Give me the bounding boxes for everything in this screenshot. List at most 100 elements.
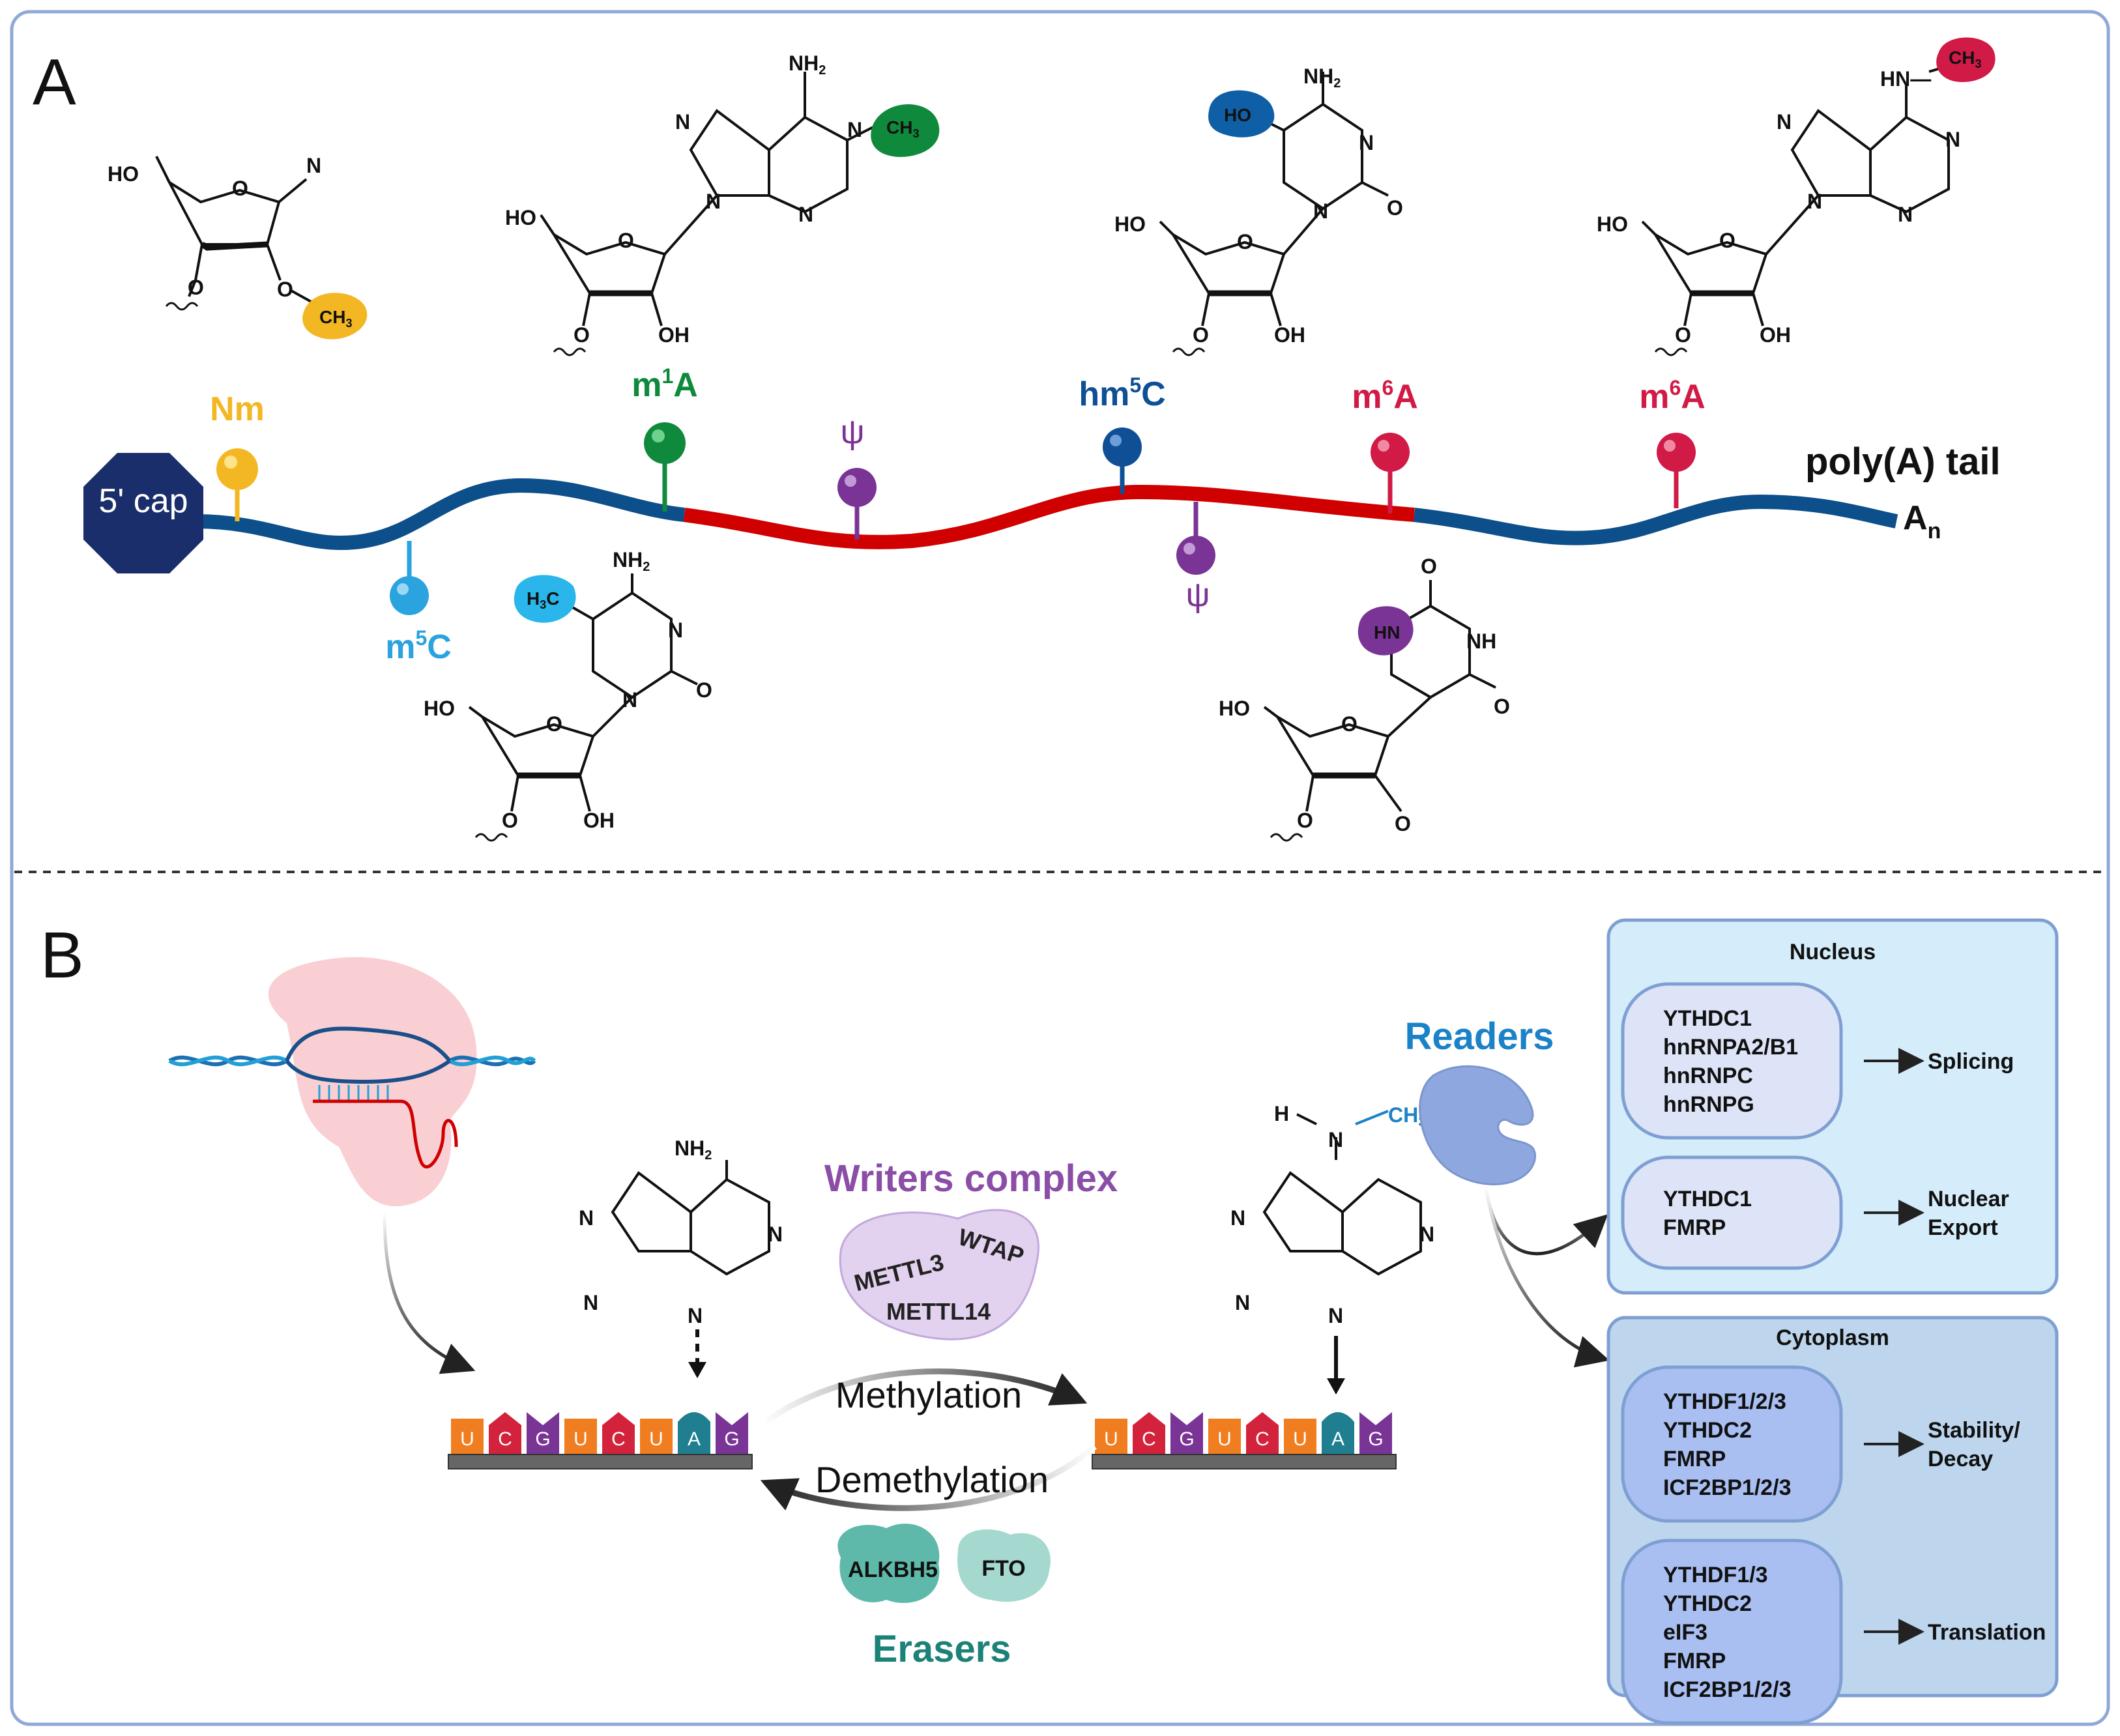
rna-base-letter: C — [498, 1428, 512, 1450]
m6a-methyl-label: CH3 — [1949, 48, 1981, 70]
eraser-fto-blob — [957, 1529, 1051, 1602]
cap-label: 5' cap — [98, 482, 188, 520]
mod-nm: Nm — [210, 390, 265, 521]
rna-base-letter: C — [1142, 1428, 1156, 1450]
mod-m6a-1-label: m6A — [1352, 376, 1418, 416]
svg-text:OH: OH — [583, 809, 615, 832]
adenine-labels: NH2 N N N N — [579, 1136, 783, 1327]
structure-hm5c-labels: HO O O OH N N O NH2 — [1114, 65, 1403, 347]
rna-base-U: U — [1208, 1419, 1241, 1454]
svg-text:O: O — [188, 276, 204, 299]
rna-base-letter: U — [1217, 1428, 1232, 1450]
m6a-structure — [1262, 1110, 1422, 1382]
structure-m6a — [1641, 61, 1962, 356]
reader-protein-name: FMRP — [1663, 1447, 1726, 1471]
svg-text:O: O — [1237, 230, 1253, 253]
svg-text:N: N — [579, 1206, 594, 1230]
svg-text:HO: HO — [1219, 697, 1250, 720]
svg-text:N: N — [1945, 128, 1960, 151]
nm-methyl-label: CH3 — [319, 307, 352, 330]
mod-psi-bottom-label: ψ — [1185, 576, 1210, 614]
svg-text:HO: HO — [108, 162, 139, 186]
outcome-label: Decay — [1928, 1447, 1993, 1471]
methylation-label: Methylation — [835, 1374, 1022, 1415]
reader-protein-name: YTHDC2 — [1663, 1418, 1752, 1443]
nucleus-groups: YTHDC1hnRNPA2/B1hnRNPChnRNPGSplicingYTHD… — [1621, 982, 2014, 1270]
reader-protein-name: eIF3 — [1663, 1620, 1707, 1645]
rna-base-letter: A — [1331, 1428, 1344, 1450]
rna-base-A: A — [678, 1412, 710, 1454]
mod-m6a-2-label: m6A — [1639, 376, 1706, 416]
svg-text:O: O — [232, 177, 248, 200]
mod-m1a-label: m1A — [632, 364, 698, 404]
structure-m1a — [540, 72, 874, 356]
m5c-methyl-blob — [514, 575, 576, 623]
nm-methyl-blob — [302, 293, 368, 340]
mrna-segment-red — [683, 484, 1415, 549]
svg-text:HO: HO — [505, 206, 536, 229]
eraser-alkbh5-blob — [837, 1524, 940, 1603]
mod-m1a: m1A — [632, 364, 698, 512]
psi-hn-label: HN — [1374, 622, 1400, 643]
outcome-label: Export — [1928, 1215, 1998, 1240]
eraser-fto: FTO — [981, 1556, 1025, 1581]
writers-blob — [839, 1209, 1039, 1340]
svg-text:O: O — [1494, 695, 1510, 718]
reader-group-box — [1621, 982, 1843, 1140]
rna-base-letter: A — [688, 1428, 701, 1450]
tail-an: An — [1903, 499, 1941, 543]
reader-group: YTHDF1/3YTHDC2eIF3FMRPICF2BP1/2/3Transla… — [1621, 1539, 2046, 1725]
svg-text:O: O — [574, 323, 590, 347]
demethylation-label: Demethylation — [815, 1459, 1049, 1500]
rna-base-G: G — [716, 1412, 748, 1454]
rna-base-letter: G — [724, 1428, 739, 1450]
structure-m5c — [468, 573, 698, 842]
m6a-solid-arrowhead — [1327, 1378, 1345, 1395]
svg-text:O: O — [696, 678, 712, 702]
svg-text:O: O — [1421, 555, 1437, 578]
rna-base-letter: G — [535, 1428, 550, 1450]
rna-base-U: U — [564, 1419, 597, 1454]
svg-text:O: O — [1387, 196, 1403, 220]
mod-psi-top: ψ — [837, 413, 877, 540]
svg-text:N: N — [688, 1304, 703, 1327]
nucleus-title: Nucleus — [1790, 940, 1876, 964]
mod-hm5c-label: hm5C — [1079, 373, 1165, 413]
svg-text:NH2: NH2 — [613, 548, 650, 574]
svg-text:N: N — [1313, 199, 1328, 223]
arrow-readers-nucleus — [1484, 1185, 1608, 1256]
svg-text:O: O — [1341, 712, 1358, 736]
psi-hn-blob — [1358, 606, 1414, 656]
rna-base-letter: C — [1255, 1428, 1270, 1450]
rna-base-letter: G — [1368, 1428, 1383, 1450]
outcome-label: Stability/ — [1928, 1418, 2020, 1443]
structure-m1a-labels: HO O O OH N N N N NH2 — [505, 51, 862, 347]
writer-mettl14: METTL14 — [886, 1298, 991, 1325]
reader-group: YTHDF1/2/3YTHDC2FMRPICF2BP1/2/3Stability… — [1621, 1365, 2020, 1523]
rna-base-letter: U — [460, 1428, 474, 1450]
adenine-dashed-arrowhead — [688, 1362, 706, 1378]
structure-psi-labels: HO O O O NH O O — [1219, 555, 1510, 835]
panel-b-letter: B — [40, 919, 84, 992]
svg-text:NH2: NH2 — [1303, 65, 1341, 91]
reader-protein-name: hnRNPC — [1663, 1063, 1753, 1088]
svg-text:N: N — [1359, 131, 1374, 154]
reader-protein-name: YTHDF1/2/3 — [1663, 1389, 1786, 1414]
rna-base-G: G — [527, 1412, 559, 1454]
svg-text:O: O — [502, 809, 518, 832]
figure-border — [10, 10, 2110, 1726]
cytoplasm-title: Cytoplasm — [1776, 1325, 1889, 1350]
svg-text:N: N — [1235, 1291, 1250, 1314]
svg-text:O: O — [1395, 812, 1411, 835]
svg-text:NH: NH — [1466, 629, 1496, 653]
m5c-methyl-label: H3C — [527, 588, 559, 611]
svg-text:N: N — [706, 190, 721, 213]
mod-m6a-2: m6A — [1639, 376, 1706, 508]
svg-text:O: O — [546, 712, 562, 736]
arrow-methylation — [761, 1368, 1088, 1426]
svg-text:O: O — [1193, 323, 1209, 347]
svg-text:O: O — [1719, 229, 1735, 252]
